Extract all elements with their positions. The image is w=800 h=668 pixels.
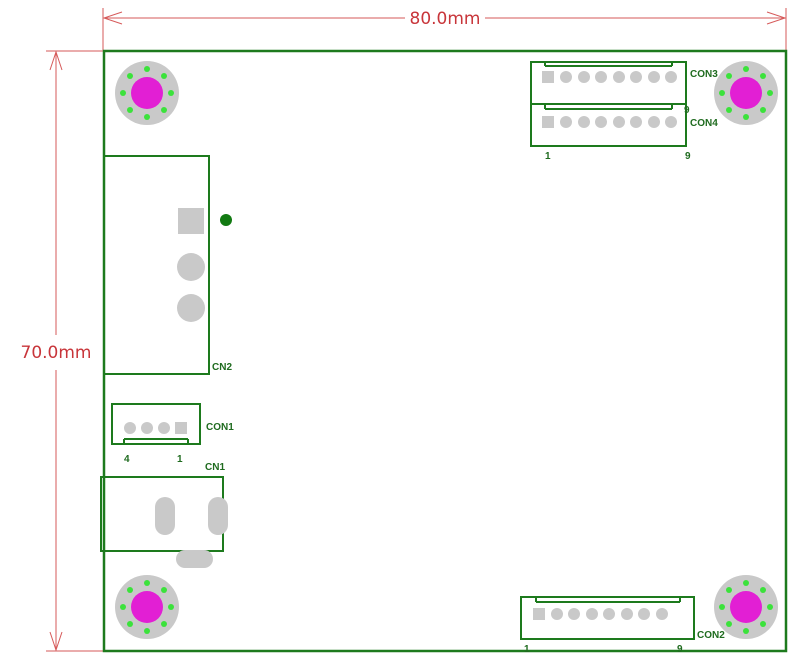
cn2-connector: CN2 <box>103 155 232 375</box>
con4-pin-last: 9 <box>685 151 691 162</box>
con4-label: CON4 <box>690 118 718 129</box>
con4-pin-top: 9 <box>684 105 690 116</box>
mount-hole-top-right <box>714 61 778 125</box>
con1-pin-first: 4 <box>124 454 130 465</box>
width-dimension: 80.0mm <box>102 8 787 50</box>
mount-hole-bottom-left <box>115 575 179 639</box>
con3-label: CON3 <box>690 69 718 80</box>
con3-connector: CON3 <box>530 61 718 105</box>
con2-label: CON2 <box>697 630 725 641</box>
con1-pin-last: 1 <box>177 454 183 465</box>
con2-pin-last: 9 <box>677 644 683 655</box>
con1-label: CON1 <box>206 422 234 433</box>
con2-pin-first: 1 <box>524 644 530 655</box>
cn1-connector: CN1 <box>100 462 228 568</box>
mount-hole-top-left <box>115 61 179 125</box>
height-dimension: 70.0mm <box>21 50 103 652</box>
con4-connector: CON4 9 1 9 <box>530 103 718 162</box>
cn2-label: CN2 <box>212 362 232 373</box>
con2-connector: CON2 1 9 <box>520 596 725 655</box>
con4-pin-first: 1 <box>545 151 551 162</box>
con1-connector: CON1 4 1 <box>111 403 234 465</box>
height-dimension-label: 70.0mm <box>21 343 92 363</box>
cn1-label: CN1 <box>205 462 225 473</box>
mount-hole-bottom-right <box>714 575 778 639</box>
width-dimension-label: 80.0mm <box>410 9 481 29</box>
